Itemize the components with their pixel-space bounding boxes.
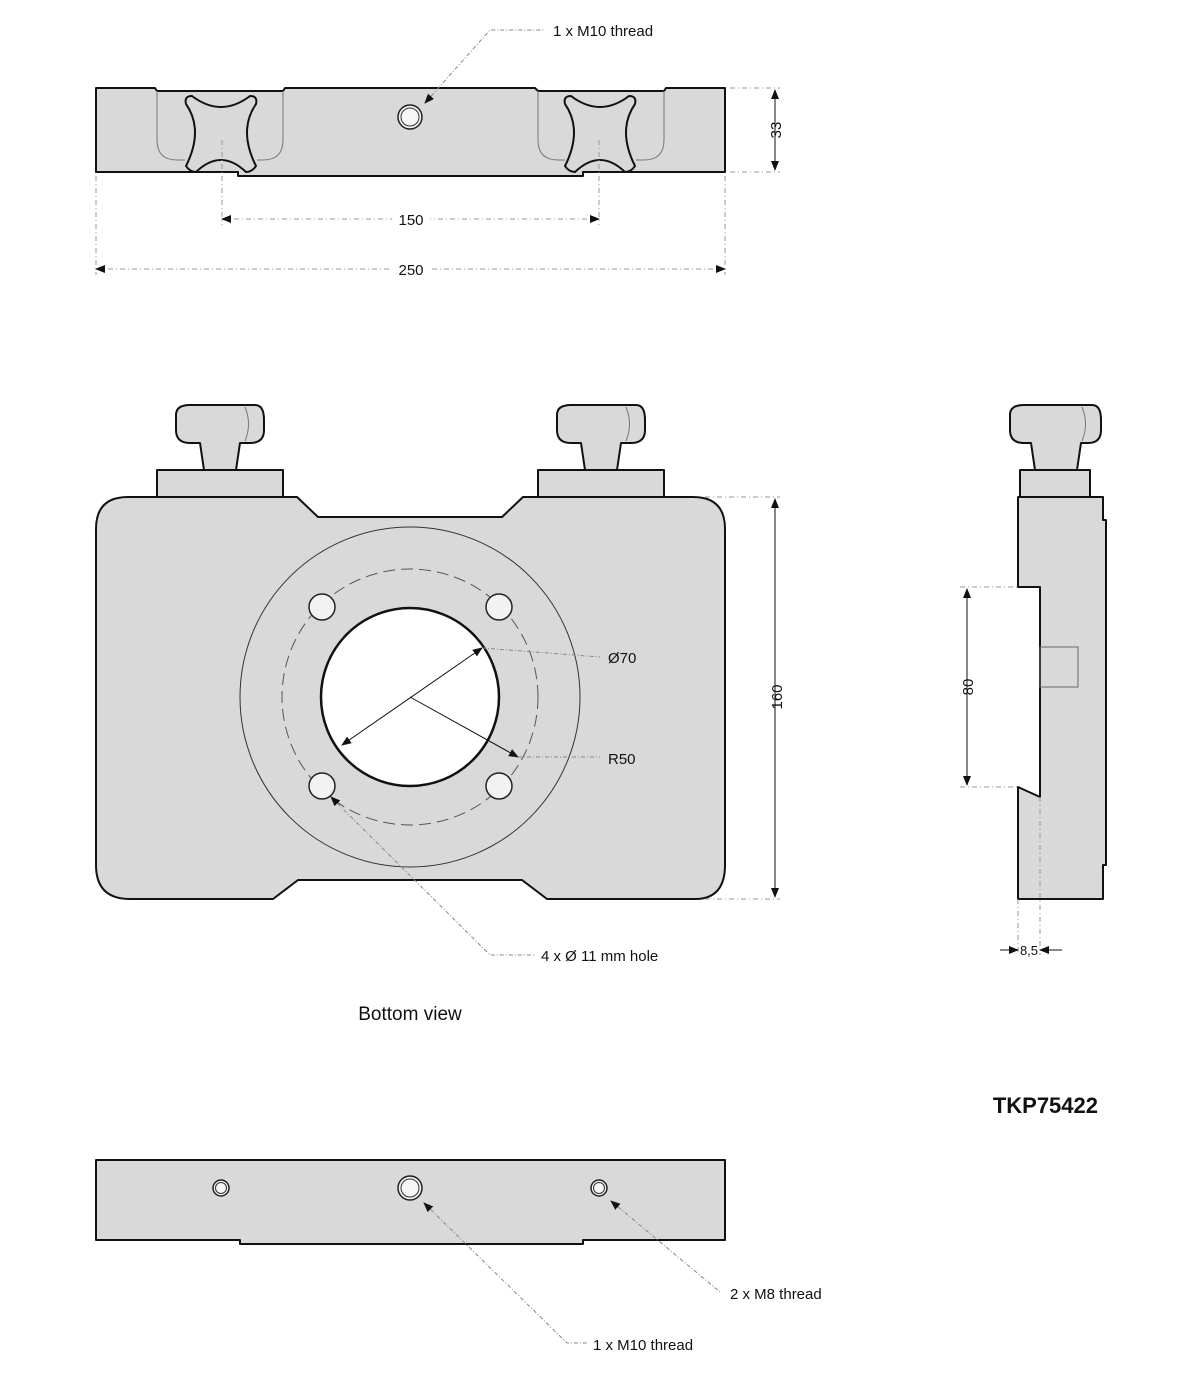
front-m8-label: 2 x M8 thread	[730, 1286, 822, 1303]
front-view: 1 x M10 thread 2 x M8 thread	[95, 1159, 822, 1354]
bottom-view: Ø70 R50 4 x Ø 11 mm hole 160 Bottom view	[95, 404, 786, 1025]
dim-8-5: 8,5	[1020, 943, 1038, 958]
bore-diameter-label: Ø70	[608, 650, 636, 667]
dim-160: 160	[769, 684, 786, 709]
top-thread-label: 1 x M10 thread	[553, 23, 653, 40]
dim-33: 33	[768, 122, 785, 139]
mounting-holes	[308, 593, 513, 800]
bottom-view-caption: Bottom view	[358, 1004, 462, 1025]
radius-label: R50	[608, 751, 636, 768]
side-view: 80 8,5	[960, 404, 1107, 958]
top-view: 1 x M10 thread 33 150 250	[95, 23, 785, 279]
knob-left	[175, 404, 265, 471]
dim-80: 80	[960, 679, 977, 696]
front-m10-label: 1 x M10 thread	[593, 1337, 693, 1354]
dim-150: 150	[398, 212, 423, 229]
dim-250: 250	[398, 262, 423, 279]
part-number: TKP75422	[993, 1093, 1098, 1118]
knob-right	[556, 404, 646, 471]
holes-label: 4 x Ø 11 mm hole	[541, 948, 658, 965]
knob-left-icon	[184, 95, 258, 173]
knob-right-icon	[563, 95, 637, 173]
